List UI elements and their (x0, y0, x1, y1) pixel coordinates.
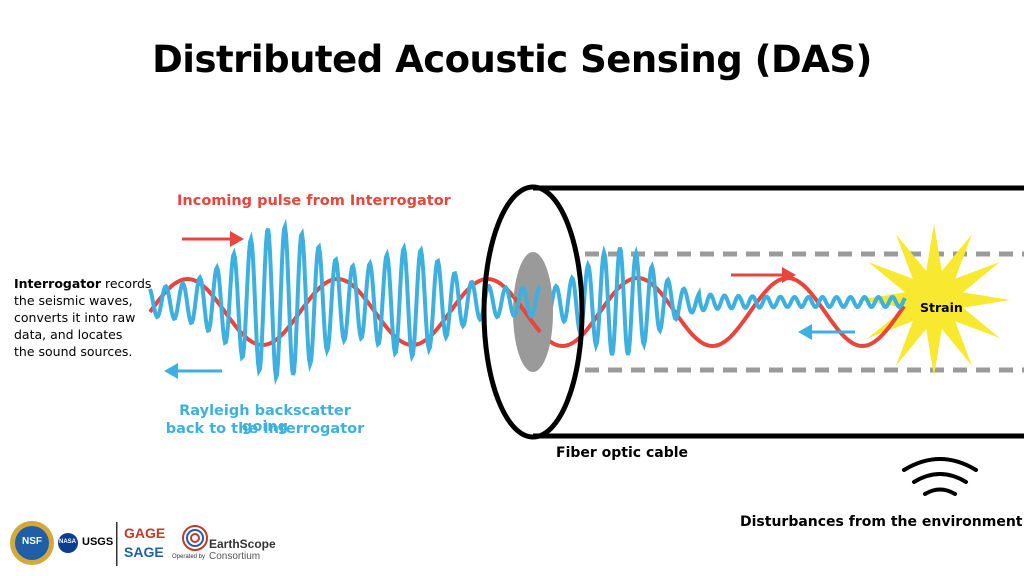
backscatter-wave-front (513, 284, 542, 319)
earthscope-logo-text: EarthScope (209, 537, 276, 551)
fiber-cable-body (533, 185, 1024, 439)
right-arrow-icon (182, 231, 244, 247)
nsf-logo-icon (10, 521, 54, 565)
strain-label: Strain (920, 300, 963, 315)
interrogator-term: Interrogator (14, 276, 102, 291)
incoming-pulse-label: Incoming pulse from Interrogator (177, 193, 451, 209)
fiber-cable-label: Fiber optic cable (556, 445, 689, 461)
nasa-logo-text: NASA (59, 539, 77, 545)
right-arrow-icon (731, 267, 796, 283)
disturbances-label: Disturbances from the environment (740, 514, 1023, 530)
consortium-logo-text: Consortium (209, 551, 261, 562)
fiber-cable-face (481, 184, 585, 440)
operated-by-text: Operated by (172, 554, 206, 560)
nsf-logo-text: NSF (22, 536, 42, 547)
backscatter-label-line2: back to the Interrogator (165, 421, 365, 437)
usgs-logo-text: USGS (82, 536, 114, 548)
strain-starburst (858, 224, 1010, 376)
page-title: Distributed Acoustic Sensing (DAS) (152, 38, 872, 81)
left-arrow-icon (164, 363, 222, 379)
sage-logo-text: SAGE (124, 544, 164, 560)
earthscope-logo-icon (182, 525, 208, 551)
interrogator-description: Interrogator records the seismic waves, … (14, 276, 152, 359)
backscatter-label-line1: Rayleigh backscatter going (179, 403, 351, 435)
nasa-logo-icon (58, 533, 78, 553)
logo-divider (116, 522, 118, 566)
left-arrow-icon (798, 324, 855, 340)
signal-waves-icon (902, 457, 978, 496)
gage-logo-text: GAGE (124, 525, 166, 541)
